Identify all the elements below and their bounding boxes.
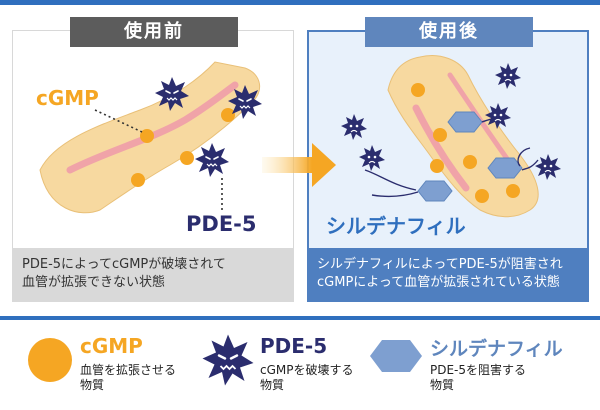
legend-pde5-desc1: cGMPを破壊する [260, 363, 354, 377]
pde5-inhibited-icon [358, 144, 386, 172]
top-accent-line [0, 0, 600, 5]
pde5-inhibited-icon [494, 62, 522, 90]
transition-arrow-icon [262, 143, 336, 187]
after-caption: シルデナフィルによってPDE-5が阻害され cGMPによって血管が拡張されている… [307, 248, 589, 302]
after-cgmp-dots [411, 83, 520, 203]
legend-sildenafil-desc1: PDE-5を阻害する [430, 363, 527, 377]
legend-sildenafil-desc2: 物質 [430, 378, 455, 392]
legend-sildenafil-desc: PDE-5を阻害する 物質 [430, 363, 526, 393]
legend-sildenafil-title: シルデナフィル [430, 338, 563, 360]
sildenafil-hexagons [417, 111, 523, 202]
before-caption-line1: PDE-5によってcGMPが破壊されて [22, 257, 226, 272]
before-cgmp-label: cGMP [36, 86, 99, 110]
legend-cgmp-desc: 血管を拡張させる 物質 [80, 363, 176, 393]
after-caption-line1: シルデナフィルによってPDE-5が阻害され [317, 257, 563, 272]
after-badge: 使用後 [365, 17, 533, 47]
before-cgmp-dots [131, 108, 235, 187]
legend-pde5-title: PDE-5 [260, 334, 328, 358]
legend-cgmp-desc2: 物質 [80, 378, 105, 392]
legend-cgmp-desc1: 血管を拡張させる [80, 363, 177, 377]
pde5-enemy-icon [194, 142, 230, 178]
after-caption-line2: cGMPによって血管が拡張されている状態 [317, 275, 560, 290]
illustration [39, 55, 562, 218]
legend [0, 320, 600, 410]
before-caption: PDE-5によってcGMPが破壊されて 血管が拡張できない状態 [12, 248, 294, 302]
legend-divider [0, 316, 600, 320]
before-pde5-label: PDE-5 [186, 212, 257, 236]
legend-pde5-desc: cGMPを破壊する 物質 [260, 363, 354, 393]
pde5-inhibited-icon [340, 113, 368, 141]
after-sildenafil-label: シルデナフィル [326, 214, 466, 238]
pde5-inhibited-icon [534, 153, 562, 181]
before-caption-line2: 血管が拡張できない状態 [22, 275, 166, 290]
legend-cgmp-title: cGMP [80, 334, 143, 358]
before-badge: 使用前 [70, 17, 238, 47]
legend-pde5-desc2: 物質 [260, 378, 285, 392]
cgmp-pointer-line [94, 109, 143, 133]
